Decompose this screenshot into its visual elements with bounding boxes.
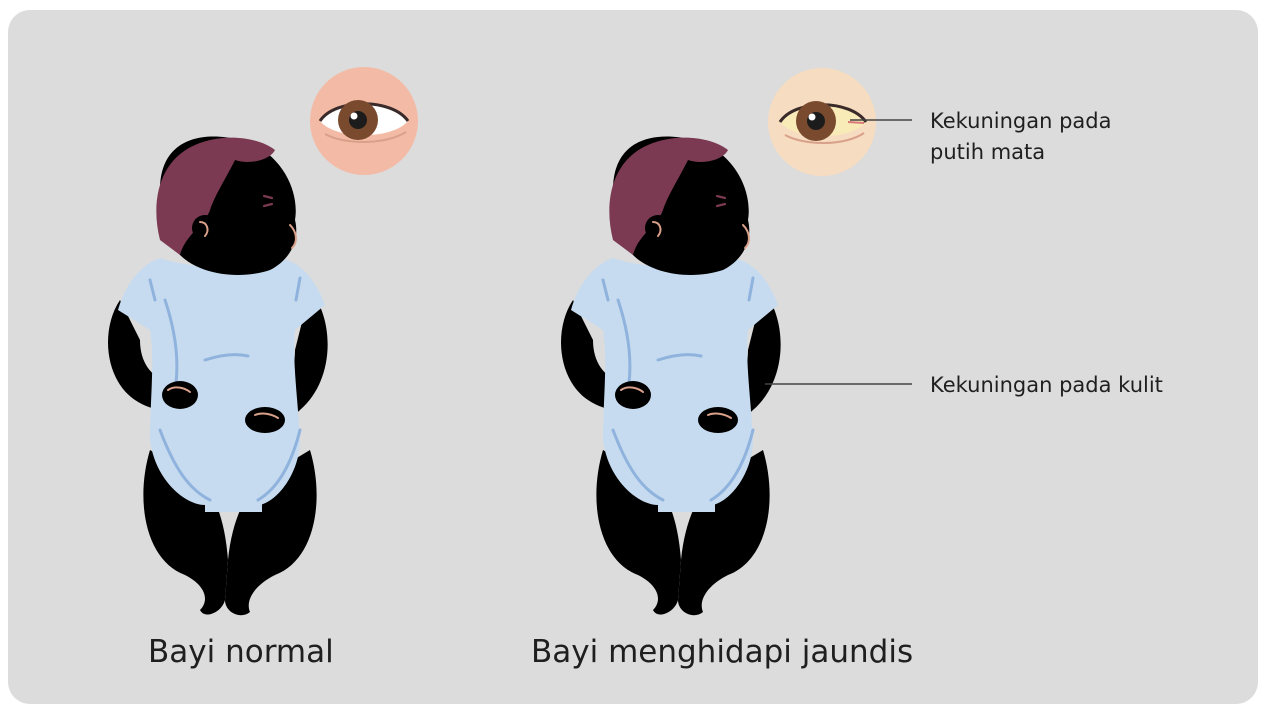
- eye-yellow-icon: [768, 68, 876, 176]
- caption-normal-baby: Bayi normal: [148, 634, 334, 670]
- caption-jaundice-baby: Bayi menghidapi jaundis: [531, 634, 913, 670]
- baby-normal-illustration: [108, 137, 328, 616]
- skin-annotation: Kekuningan pada kulit: [930, 370, 1163, 401]
- eye-annotation: Kekuningan pada putih mata: [930, 106, 1112, 168]
- eye-annotation-line1: Kekuningan pada: [930, 106, 1112, 137]
- baby-jaundice-illustration: [561, 137, 781, 616]
- eye-annotation-line2: putih mata: [930, 137, 1112, 168]
- eye-normal-icon: [310, 67, 418, 175]
